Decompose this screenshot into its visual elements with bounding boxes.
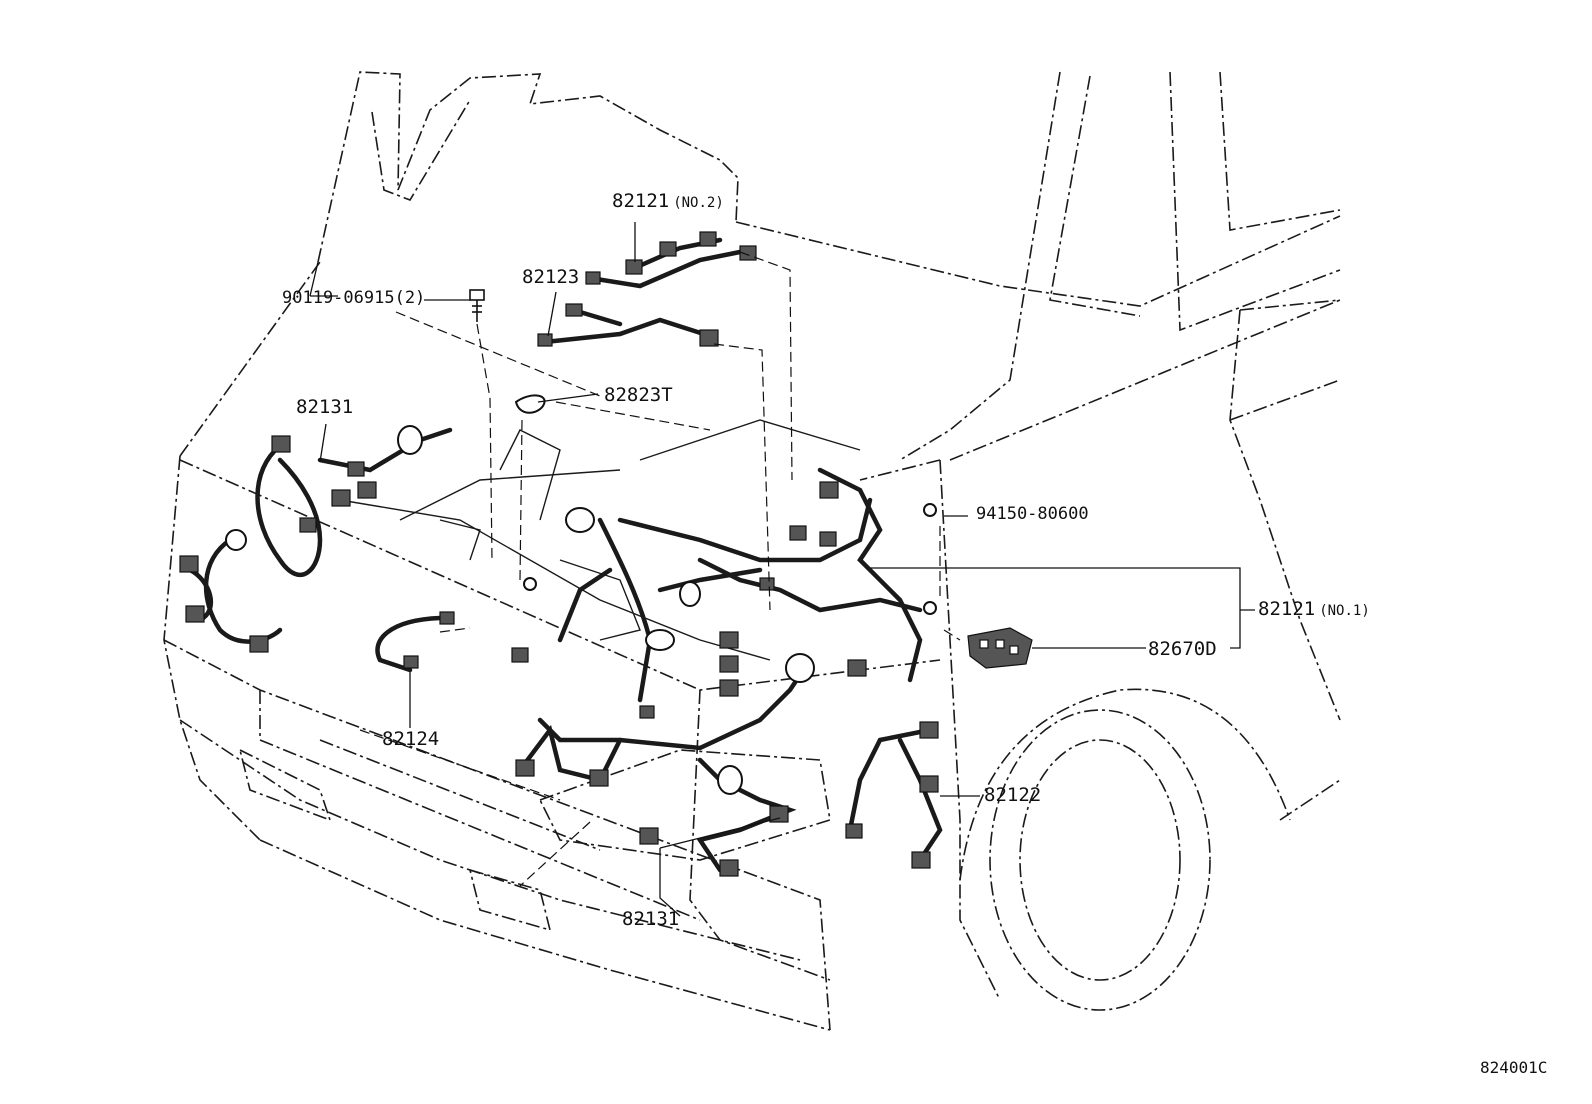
grommets bbox=[225, 394, 937, 795]
part-number: 82124 bbox=[382, 728, 440, 750]
illustration-reference-code: 824001C bbox=[1480, 1058, 1548, 1077]
callout-82670D: 82670D bbox=[1148, 640, 1217, 659]
callout-82121-no2: 82121(NO.2) bbox=[612, 192, 724, 211]
body-outline bbox=[163, 71, 1341, 1031]
callout-82131-bottom: 82131 bbox=[622, 910, 679, 929]
engine-bay-outline bbox=[339, 419, 861, 661]
part-number: 82131 bbox=[622, 908, 680, 930]
relay-block-icon bbox=[967, 627, 1033, 669]
callout-82124: 82124 bbox=[382, 730, 439, 749]
part-number: 82122 bbox=[984, 784, 1042, 806]
leader-lines bbox=[309, 222, 1255, 917]
connectors bbox=[179, 231, 939, 877]
part-number: 82670D bbox=[1148, 638, 1217, 660]
callout-82823T: 82823T bbox=[604, 386, 673, 405]
part-number: 94150-80600 bbox=[976, 504, 1089, 524]
callout-82122: 82122 bbox=[984, 786, 1041, 805]
part-note: (NO.1) bbox=[1319, 603, 1370, 619]
callout-82131-top: 82131 bbox=[296, 398, 353, 417]
callout-90119-06915: 90119-06915(2) bbox=[282, 290, 425, 307]
part-number: 82121 bbox=[1258, 598, 1316, 620]
part-number: 82121 bbox=[612, 190, 670, 212]
callout-94150-80600: 94150-80600 bbox=[976, 506, 1089, 523]
harness-wires bbox=[187, 237, 943, 873]
part-number: 82823T bbox=[604, 384, 673, 406]
callout-82121-no1: 82121(NO.1) bbox=[1258, 600, 1370, 619]
part-note: (NO.2) bbox=[673, 195, 724, 211]
dashed-guide-lines bbox=[359, 251, 961, 887]
bolt-icon bbox=[469, 289, 485, 322]
part-number: 82131 bbox=[296, 396, 354, 418]
part-number: 90119-06915(2) bbox=[282, 288, 426, 308]
part-number: 82123 bbox=[522, 266, 580, 288]
callout-82123: 82123 bbox=[522, 268, 579, 287]
